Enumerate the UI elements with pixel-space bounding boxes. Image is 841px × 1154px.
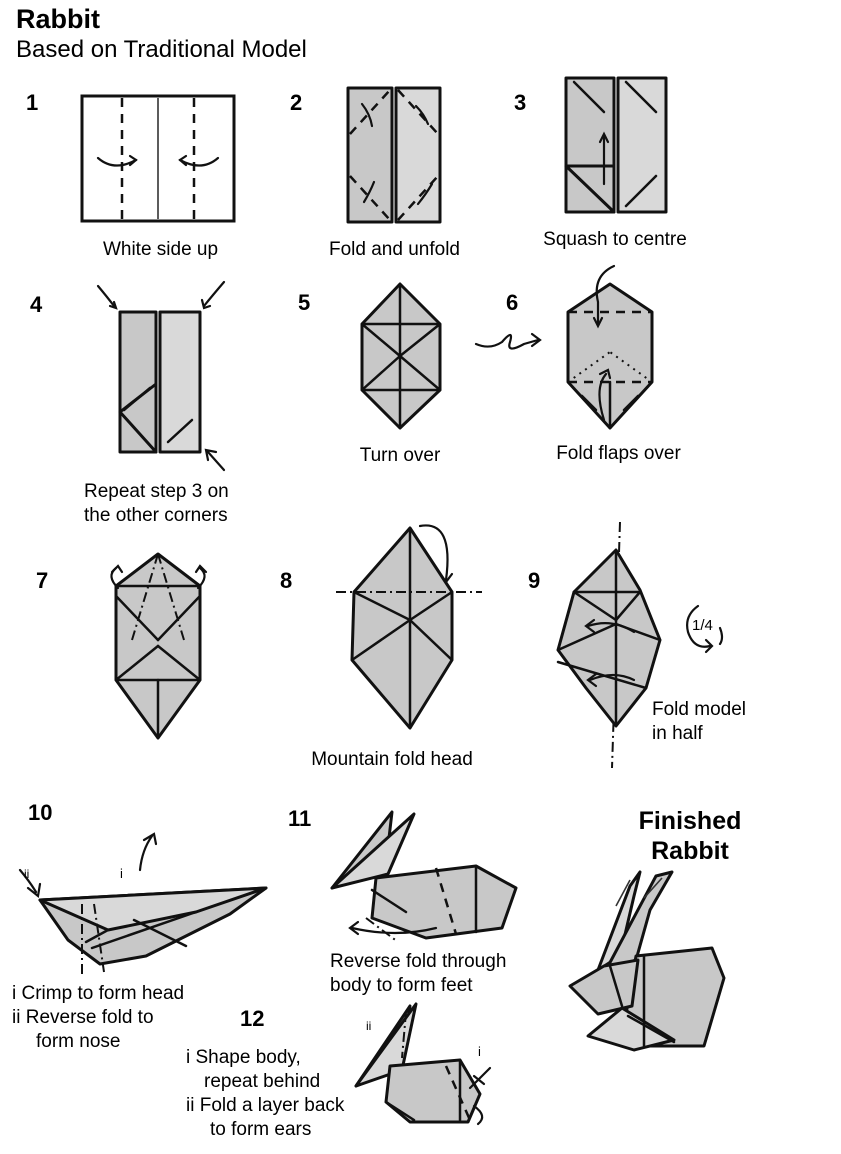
finished-title: Finished Rabbit [625,806,755,866]
step-12-line1: i Shape body, [186,1047,301,1068]
step-4-number: 4 [30,292,43,317]
step-12-diagram [354,1002,492,1126]
step-8-number: 8 [280,568,293,593]
step-5-number: 5 [298,290,311,315]
page-subtitle: Based on Traditional Model [16,36,307,63]
rotate-quarter-icon [686,604,724,654]
step-8-diagram [336,524,482,730]
step-12-mark-ii: ii [366,1019,372,1033]
rotate-fraction-label: 1/4 [692,617,713,634]
step-9-diagram [556,521,662,769]
step-11-diagram [330,810,518,943]
step-10-mark-ii: ii [24,867,30,881]
step-4-pointer-arrow [204,448,226,472]
step-10-mark-i: i [120,866,123,881]
step-12-number: 12 [240,1006,265,1031]
step-11-caption-line1: Reverse fold through [330,951,507,972]
step-7-diagram [110,552,208,740]
step-11-number: 11 [288,806,312,831]
step-6-caption: Fold flaps over [556,443,681,464]
step-8-caption: Mountain fold head [311,749,473,770]
step-12-line4: to form ears [210,1119,312,1140]
step-9-caption-line1: Fold model [652,699,746,720]
step-1-caption: White side up [102,239,219,260]
step-9-caption-line2: in half [652,723,703,744]
step-4-caption-line1: Repeat step 3 on [84,481,229,502]
step-2-diagram [346,86,442,224]
finished-line1: Finished [638,807,742,835]
step-11-caption-line2: body to form feet [330,975,473,996]
step-12-line2: repeat behind [204,1071,321,1092]
step-9-number: 9 [528,568,541,593]
step-5-diagram [360,282,442,430]
step-6-diagram [566,264,654,430]
step-1-number: 1 [26,90,39,115]
step-4-diagram [96,280,226,454]
step-3-caption: Squash to centre [543,229,687,250]
step-4-caption-line2: the other corners [84,505,228,526]
step-10-line3: form nose [36,1031,121,1052]
step-3-diagram [564,76,668,214]
finished-rabbit-diagram [568,870,726,1052]
step-10-line2: ii Reverse fold to [12,1007,154,1028]
step-12-mark-i: i [478,1044,481,1059]
page-title: Rabbit [16,4,100,34]
step-10-line1: i Crimp to form head [12,983,185,1004]
step-5-caption: Turn over [359,445,441,466]
finished-line2: Rabbit [651,837,729,865]
step-7-number: 7 [36,568,49,593]
step-2-number: 2 [290,90,303,115]
step-12-line3: ii Fold a layer back [186,1095,345,1116]
step-1-diagram [80,94,236,223]
turn-over-icon [474,332,542,350]
step-3-number: 3 [514,90,527,115]
step-10-diagram [18,832,268,974]
step-6-number: 6 [506,290,519,315]
step-2-caption: Fold and unfold [329,239,460,260]
step-10-number: 10 [28,800,53,825]
